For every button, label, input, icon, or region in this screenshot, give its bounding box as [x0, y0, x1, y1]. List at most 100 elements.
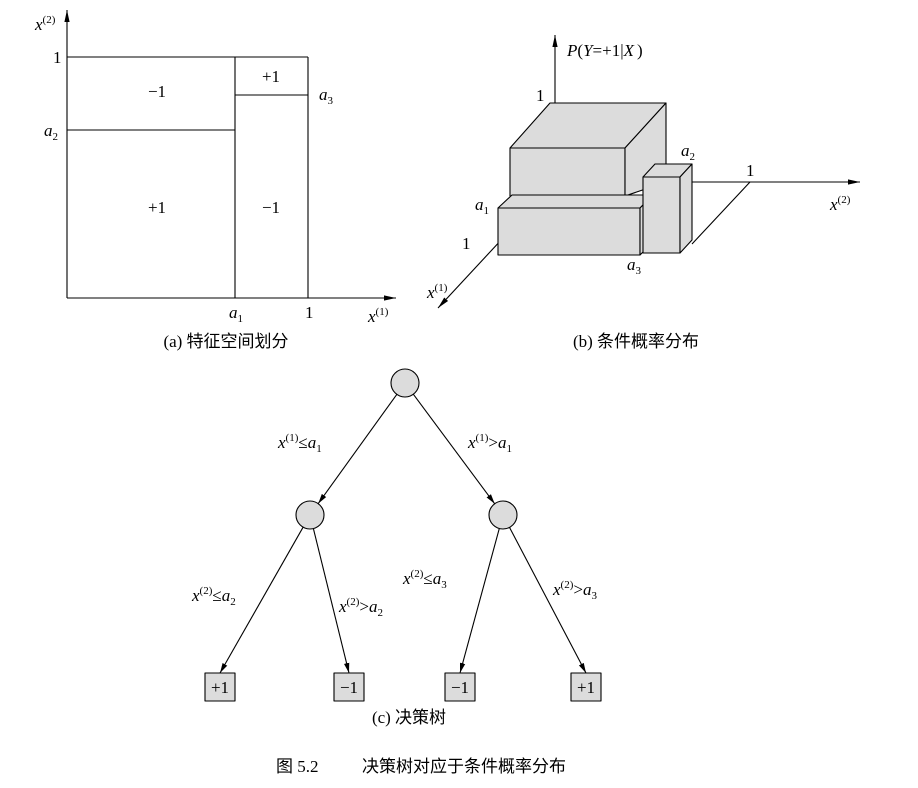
- b-z-label-open: (: [577, 41, 583, 60]
- b-box-upper: [509, 102, 667, 197]
- edge5-sub: 3: [441, 579, 447, 591]
- b-tick-a3-var: a: [627, 255, 636, 274]
- tree-leaf: +1: [204, 672, 236, 702]
- edge3-sub: 2: [230, 596, 236, 608]
- b-z-label-p: P: [566, 41, 577, 60]
- tree-leaf-box-2: [333, 672, 365, 702]
- b-floor-edge: [691, 181, 751, 245]
- a-x-tick-1: 1: [305, 303, 314, 322]
- tree-edge-right-leaf4: [509, 527, 587, 674]
- a-y-axis-label: x(2): [34, 14, 56, 34]
- edge3-var: x: [191, 586, 200, 605]
- edge5-op: ≤: [423, 569, 432, 588]
- b-tick-a2-var: a: [681, 141, 690, 160]
- edge4-op: >: [359, 597, 369, 616]
- b-tick-a2-sub: 2: [690, 151, 696, 163]
- tree-edge-root-right: [412, 393, 496, 505]
- tree-edge-left-leaf2: [312, 528, 350, 674]
- tree-edge-label-6: x(2)>a3: [552, 579, 597, 602]
- b-tick-a1-var: a: [475, 195, 484, 214]
- a-y-tick-a2: a2: [44, 121, 58, 143]
- edge4-sup: (2): [347, 596, 360, 608]
- figure-caption: 图 5.2 决策树对应于条件概率分布: [276, 757, 566, 776]
- b-box-a1-front: [497, 207, 641, 256]
- b-tick-a3: a3: [627, 255, 642, 277]
- panel-c-decision-tree: +1 −1 −1 +1 x(1)≤a1 x(1)>a1 x(2)≤a2 x(2)…: [191, 368, 602, 727]
- a-region-upper-left: −1: [148, 82, 166, 101]
- a-right-tick-a3-sub: 3: [328, 95, 334, 107]
- edge3-rhs: a: [222, 586, 231, 605]
- tree-leaf-label-1: +1: [211, 678, 229, 697]
- panel-a-feature-space: x(2) 1 a2 a3 a1 1 x(1) −1 +1 +1 −1 (a) 特…: [34, 10, 396, 351]
- b-z-axis-label: P(Y=+1|X): [566, 41, 643, 60]
- b-box-a2: [642, 163, 693, 254]
- edge1-sup: (1): [286, 432, 299, 444]
- b-tick-a1-sub: 1: [484, 205, 490, 217]
- panel-b-conditional-probability: P(Y=+1|X) 1 a2 1 x(2) a1 1 x(1) a3 (b) 条…: [426, 35, 860, 351]
- tree-leaf-box-4: [570, 672, 602, 702]
- b-z-label-y: Y: [583, 41, 594, 60]
- a-x-tick-a1-sub: 1: [238, 313, 244, 325]
- b-box-a1-top: [497, 194, 654, 209]
- edge6-op: >: [573, 580, 583, 599]
- edge5-var: x: [402, 569, 411, 588]
- a-y-tick-a2-var: a: [44, 121, 53, 140]
- a-right-tick-a3-var: a: [319, 85, 328, 104]
- tree-root-node: [390, 368, 420, 398]
- b-caption: (b) 条件概率分布: [573, 332, 699, 351]
- tree-edge-label-2: x(1)>a1: [467, 432, 512, 455]
- a-region-upper-right: +1: [262, 67, 280, 86]
- b-z-label-x: X: [623, 41, 635, 60]
- tree-leaf: +1: [570, 672, 602, 702]
- b-z-label-mid: =+1|: [593, 41, 624, 60]
- a-x-tick-a1: a1: [229, 303, 243, 325]
- a-x-axis-label-var: x: [367, 307, 376, 326]
- tree-edge-root-left: [317, 394, 398, 504]
- tree-edge-right-leaf3: [459, 528, 500, 674]
- edge3-op: ≤: [212, 586, 221, 605]
- a-y-axis-label-var: x: [34, 15, 43, 34]
- a-y-axis-label-sup: (2): [43, 14, 56, 26]
- tree-leaf: −1: [333, 672, 365, 702]
- figure-number: 图 5.2: [276, 757, 319, 776]
- edge2-sup: (1): [476, 432, 489, 444]
- b-x1-tick-1: 1: [462, 234, 471, 253]
- a-right-tick-a3: a3: [319, 85, 334, 107]
- tree-leaf-box-1: [204, 672, 236, 702]
- b-x1-axis-label: x(1): [426, 282, 448, 302]
- edge4-sub: 2: [377, 607, 383, 619]
- tree-leaf: −1: [444, 672, 476, 702]
- edge2-op: >: [488, 433, 498, 452]
- b-tick-a1: a1: [475, 195, 489, 217]
- tree-edge-label-1: x(1)≤a1: [277, 432, 322, 455]
- edge1-var: x: [277, 433, 286, 452]
- a-y-tick-a2-sub: 2: [53, 131, 59, 143]
- edge4-var: x: [338, 597, 347, 616]
- c-caption: (c) 决策树: [372, 708, 446, 727]
- a-caption: (a) 特征空间划分: [163, 332, 288, 351]
- edge1-rhs: a: [308, 433, 317, 452]
- a-region-lower-right: −1: [262, 198, 280, 217]
- figure-title: 决策树对应于条件概率分布: [362, 757, 566, 776]
- tree-leaf-label-4: +1: [577, 678, 595, 697]
- a-region-lower-left: +1: [148, 198, 166, 217]
- a-x-axis-label-sup: (1): [376, 306, 389, 318]
- edge6-var: x: [552, 580, 561, 599]
- tree-edge-label-3: x(2)≤a2: [191, 585, 236, 608]
- edge4-rhs: a: [369, 597, 378, 616]
- b-x2-tick-1: 1: [746, 161, 755, 180]
- b-box-a2-front: [642, 176, 681, 254]
- edge2-rhs: a: [498, 433, 507, 452]
- a-x-axis-label: x(1): [367, 306, 389, 326]
- b-box-a2-side: [679, 163, 693, 254]
- edge5-rhs: a: [433, 569, 442, 588]
- edge6-sup: (2): [561, 579, 574, 591]
- b-x2-axis-label: x(2): [829, 194, 851, 214]
- tree-leaf-label-2: −1: [340, 678, 358, 697]
- b-box-upper-front: [509, 147, 626, 197]
- edge6-sub: 3: [591, 590, 597, 602]
- b-z-label-close: ): [637, 41, 643, 60]
- edge2-sub: 1: [506, 443, 512, 455]
- b-z-tick-1: 1: [536, 86, 545, 105]
